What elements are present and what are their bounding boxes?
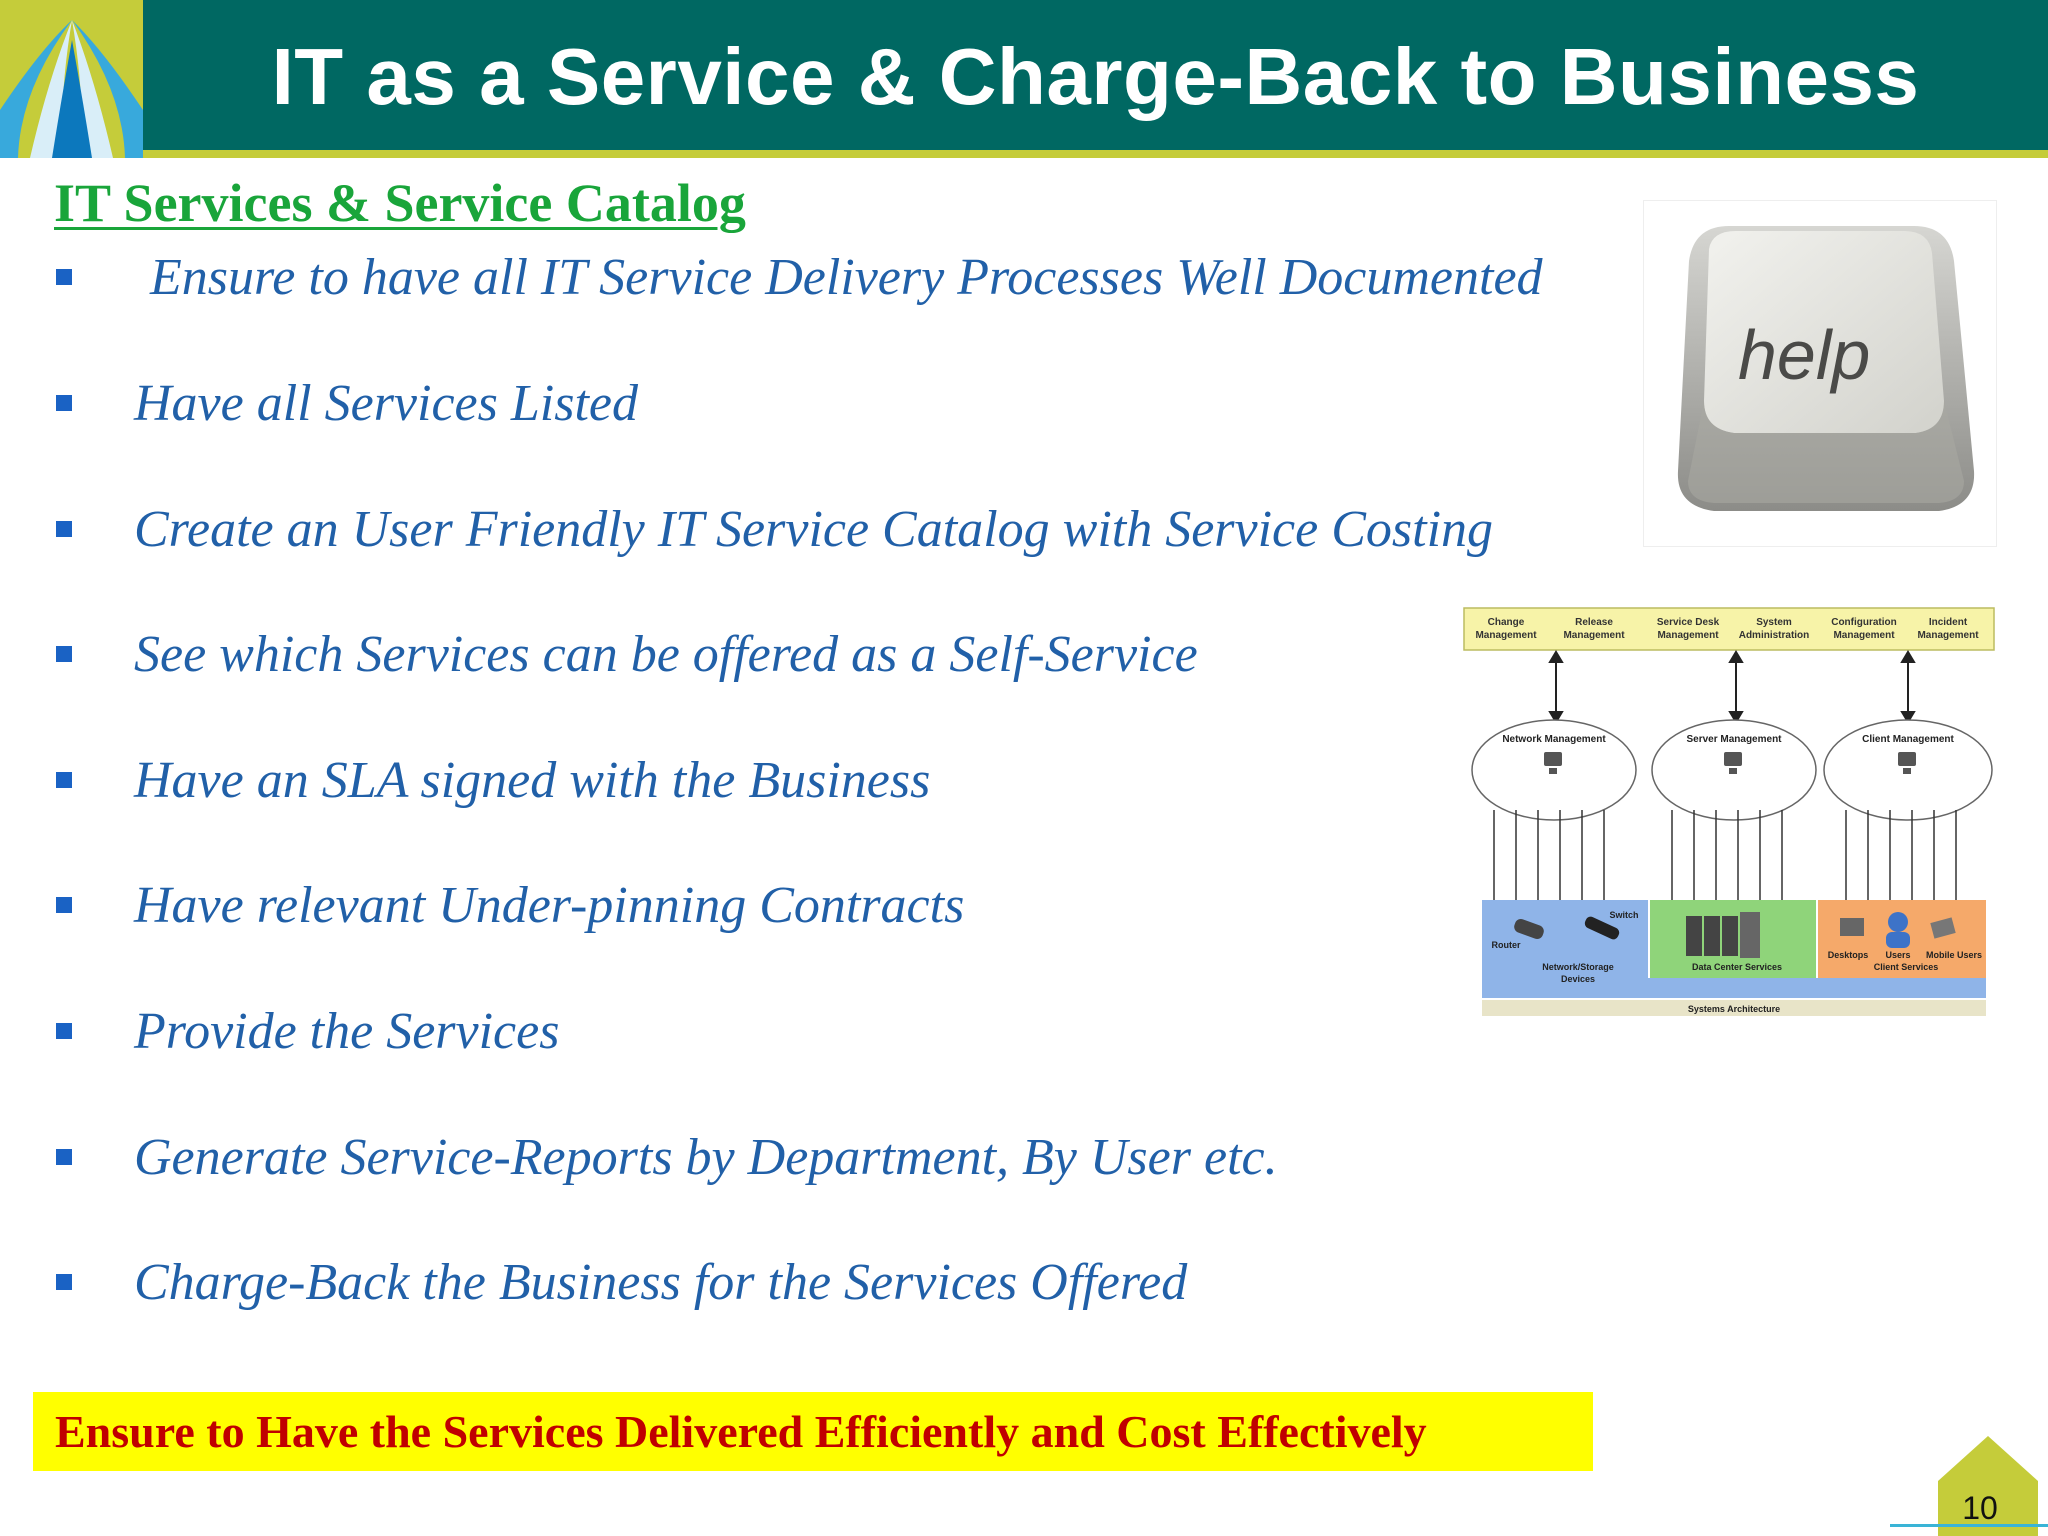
top-box-1-line1: Change	[1488, 617, 1525, 628]
network-storage-label: Network/Storage	[1542, 962, 1614, 972]
title-bar	[0, 0, 2048, 153]
bullet-square-icon	[56, 395, 72, 411]
help-key-label: help	[1738, 316, 1870, 394]
bullet-text: Have relevant Under-pinning Contracts	[134, 876, 965, 934]
top-box-5-line1: Configuration	[1831, 617, 1897, 628]
callout-box: Ensure to Have the Services Delivered Ef…	[33, 1392, 1593, 1471]
top-box-2-line1: Release	[1575, 617, 1613, 628]
group-2-title: Server Management	[1686, 734, 1782, 745]
top-box-3-line1: Service Desk	[1657, 617, 1720, 628]
group-3-title: Client Management	[1862, 734, 1954, 745]
switch-label: Switch	[1609, 910, 1638, 920]
top-box-5-line2: Management	[1833, 630, 1895, 641]
systems-architecture-bar	[1482, 1000, 1986, 1016]
list-item: Ensure to have all IT Service Delivery P…	[56, 242, 1543, 312]
bullet-square-icon	[56, 1149, 72, 1165]
section-heading: IT Services & Service Catalog	[54, 173, 746, 233]
page-number: 10	[1962, 1489, 1998, 1526]
systems-architecture-diagram: Change Management Release Management Ser…	[1454, 600, 1998, 1020]
logo-icon	[0, 0, 143, 158]
devices-label: Devices	[1561, 974, 1595, 984]
company-logo	[0, 0, 143, 158]
bullet-text: Have all Services Listed	[134, 374, 638, 432]
router-label: Router	[1492, 940, 1521, 950]
top-box-6-line2: Management	[1917, 630, 1979, 641]
help-key-image: help	[1643, 200, 1997, 547]
bullet-square-icon	[56, 521, 72, 537]
bullet-text: Ensure to have all IT Service Delivery P…	[150, 248, 1543, 306]
top-box-2-line2: Management	[1563, 630, 1625, 641]
data-center-label: Data Center Services	[1692, 962, 1782, 972]
top-box-1-line2: Management	[1475, 630, 1537, 641]
list-item: Have relevant Under-pinning Contracts	[56, 870, 964, 940]
bullet-text: Have an SLA signed with the Business	[134, 751, 931, 809]
top-box-6-line1: Incident	[1929, 617, 1968, 628]
bullet-text: Charge-Back the Business for the Service…	[134, 1253, 1188, 1311]
footer-line	[1890, 1524, 2048, 1527]
page-number-badge	[1938, 1436, 2038, 1536]
keyboard-key-icon: help	[1677, 226, 1975, 511]
systems-architecture-label: Systems Architecture	[1688, 1004, 1780, 1014]
client-services-label: Client Services	[1874, 962, 1939, 972]
title-bar-stripe	[0, 150, 2048, 158]
bullet-square-icon	[56, 1274, 72, 1290]
bullet-square-icon	[56, 897, 72, 913]
top-box-4-line1: System	[1756, 617, 1792, 628]
bullet-text: See which Services can be offered as a S…	[134, 625, 1198, 683]
list-item: Have all Services Listed	[56, 368, 638, 438]
bullet-text: Generate Service-Reports by Department, …	[134, 1128, 1278, 1186]
list-item: Generate Service-Reports by Department, …	[56, 1122, 1278, 1192]
callout-text: Ensure to Have the Services Delivered Ef…	[55, 1406, 1427, 1457]
list-item: Have an SLA signed with the Business	[56, 745, 930, 815]
group-1-title: Network Management	[1502, 734, 1606, 745]
list-item: Create an User Friendly IT Service Catal…	[56, 494, 1493, 564]
bullet-square-icon	[56, 772, 72, 788]
page-title: IT as a Service & Charge-Back to Busines…	[271, 31, 1920, 121]
bullet-text: Create an User Friendly IT Service Catal…	[134, 500, 1494, 558]
bullet-square-icon	[56, 269, 72, 285]
bullet-square-icon	[56, 1023, 72, 1039]
architecture-diagram-svg: Change Management Release Management Ser…	[1463, 607, 1995, 1016]
top-box-3-line2: Management	[1657, 630, 1719, 641]
mobile-users-label: Mobile Users	[1926, 950, 1982, 960]
list-item: See which Services can be offered as a S…	[56, 619, 1198, 689]
bullet-text: Provide the Services	[134, 1002, 560, 1060]
top-box-4-line2: Administration	[1739, 630, 1810, 641]
list-item: Charge-Back the Business for the Service…	[56, 1247, 1187, 1317]
users-label: Users	[1885, 950, 1910, 960]
list-item: Provide the Services	[56, 996, 559, 1066]
bullet-square-icon	[56, 646, 72, 662]
desktops-label: Desktops	[1828, 950, 1869, 960]
